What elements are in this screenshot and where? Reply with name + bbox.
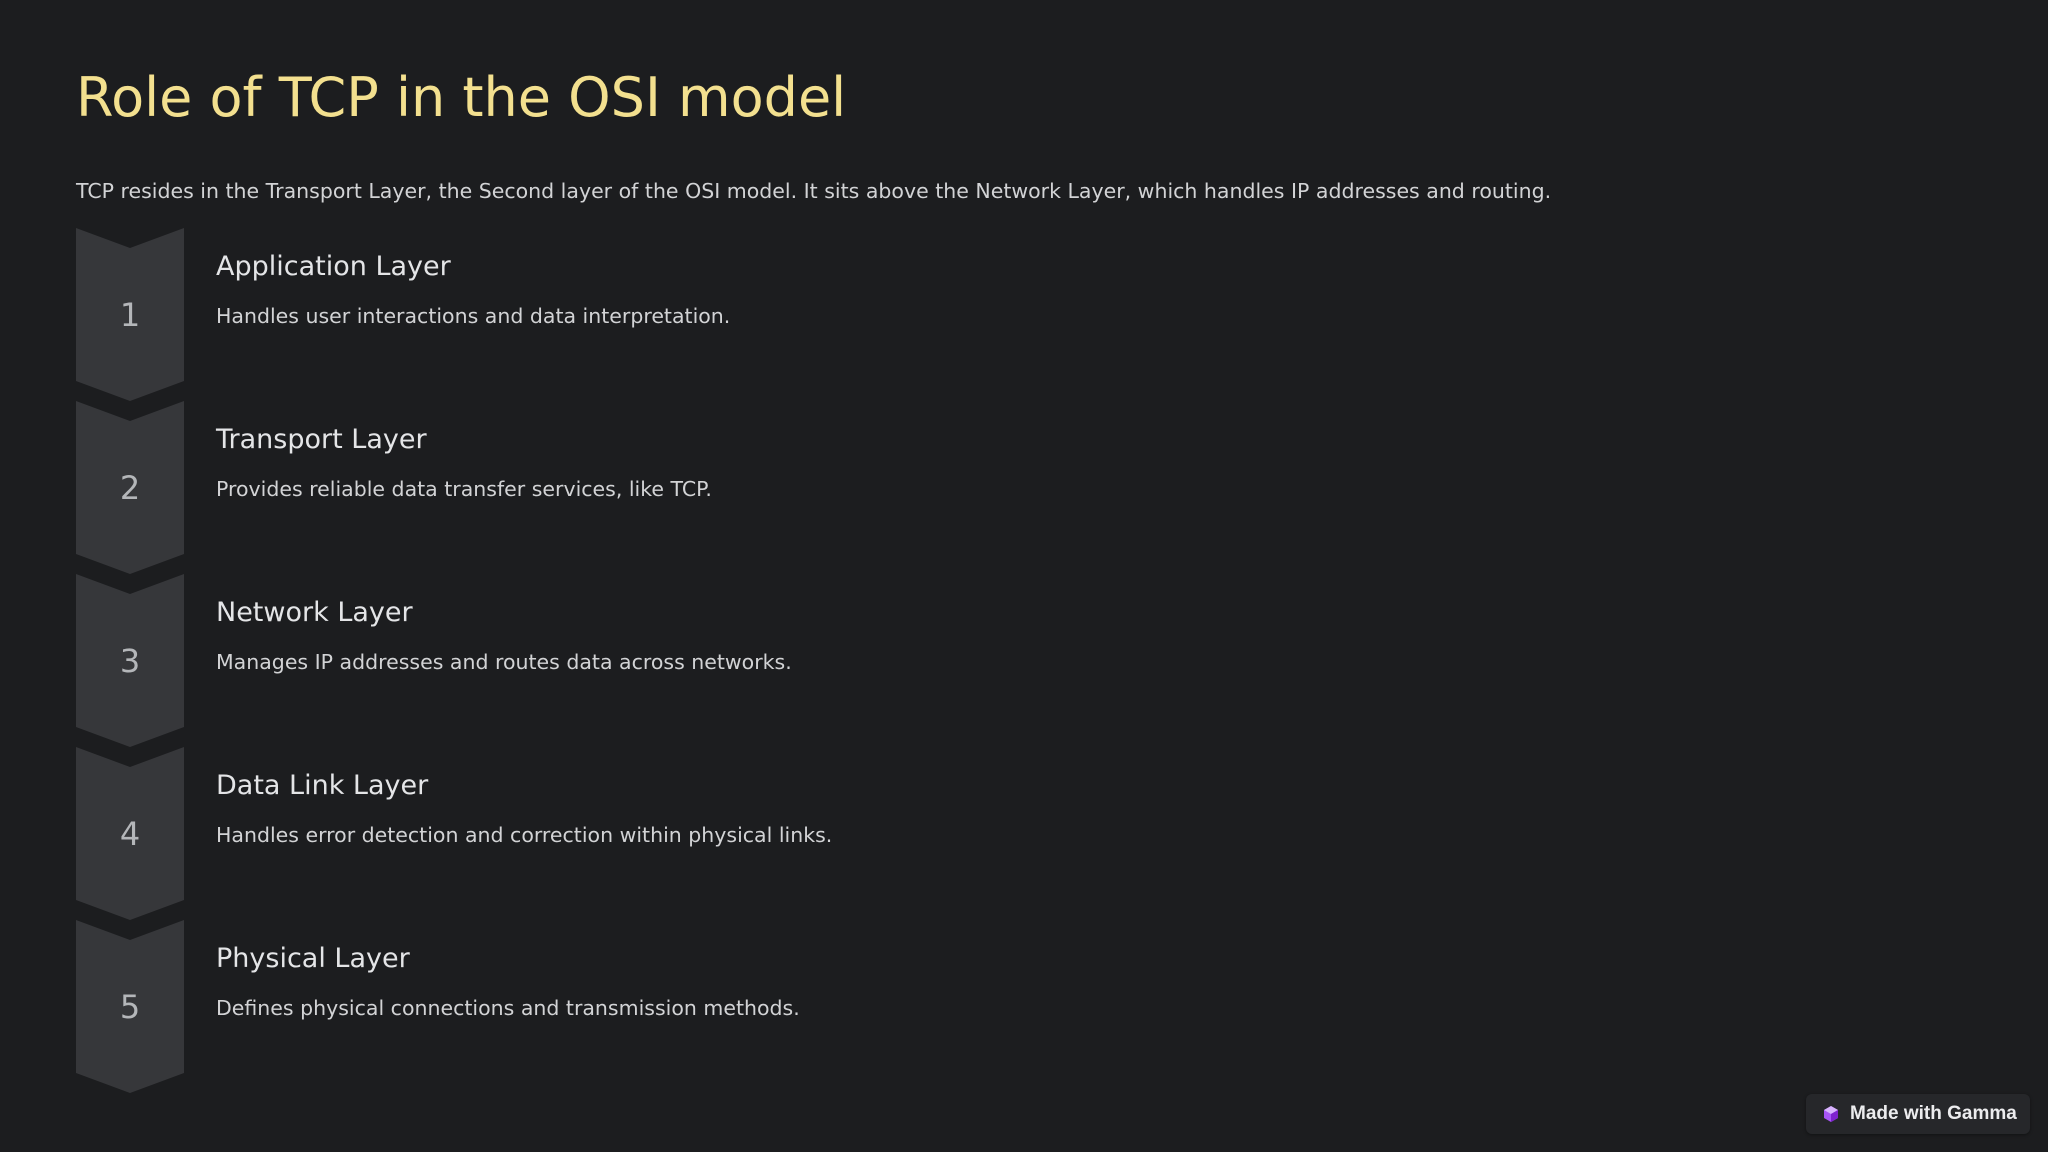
chevron-shape: [76, 747, 184, 920]
layer-step: 3 Network Layer Manages IP addresses and…: [76, 574, 1776, 747]
osi-layer-list: 1 Application Layer Handles user interac…: [76, 228, 1776, 1098]
layer-step: 2 Transport Layer Provides reliable data…: [76, 401, 1776, 574]
chevron-shape: [76, 574, 184, 747]
chevron-shape: [76, 401, 184, 574]
page-title: Role of TCP in the OSI model: [76, 66, 847, 129]
step-title: Application Layer: [216, 251, 451, 282]
badge-label: Made with Gamma: [1850, 1103, 2017, 1124]
chevron-shape: [76, 228, 184, 401]
step-description: Handles user interactions and data inter…: [216, 304, 731, 328]
step-number: 4: [119, 815, 141, 853]
layer-step: 4 Data Link Layer Handles error detectio…: [76, 747, 1776, 920]
step-number: 1: [119, 296, 141, 334]
made-with-gamma-badge[interactable]: Made with Gamma: [1806, 1094, 2030, 1134]
gamma-logo-icon: [1822, 1105, 1840, 1123]
intro-text: TCP resides in the Transport Layer, the …: [76, 179, 1552, 203]
layer-step: 1 Application Layer Handles user interac…: [76, 228, 1776, 401]
step-title: Network Layer: [216, 597, 413, 628]
layer-step: 5 Physical Layer Defines physical connec…: [76, 920, 1776, 1093]
step-description: Handles error detection and correction w…: [216, 823, 833, 847]
step-description: Manages IP addresses and routes data acr…: [216, 650, 792, 674]
step-number: 5: [119, 988, 141, 1026]
step-number: 3: [119, 642, 141, 680]
step-title: Physical Layer: [216, 943, 410, 974]
step-description: Provides reliable data transfer services…: [216, 477, 712, 501]
chevron-shape: [76, 920, 184, 1093]
step-number: 2: [119, 469, 141, 507]
step-title: Data Link Layer: [216, 770, 429, 801]
step-description: Defines physical connections and transmi…: [216, 996, 800, 1020]
step-title: Transport Layer: [216, 424, 427, 455]
